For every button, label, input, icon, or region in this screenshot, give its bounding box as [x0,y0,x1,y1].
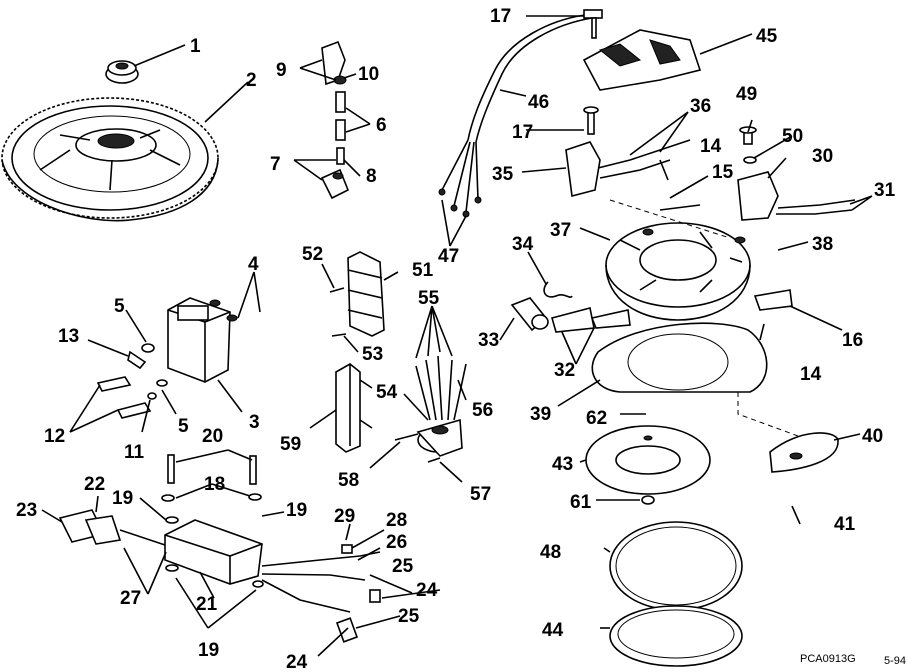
callout-5b: 5 [178,416,189,437]
callout-44: 44 [542,620,564,641]
callout-58: 58 [338,470,359,491]
callout-40: 40 [862,426,883,447]
callout-19a: 19 [112,488,133,509]
callout-16: 16 [842,330,863,351]
callout-51: 51 [412,260,434,281]
callout-28: 28 [386,510,407,531]
callout-56: 56 [472,400,493,421]
callout-38: 38 [812,234,833,255]
callout-17a: 17 [490,6,511,27]
callout-22: 22 [84,474,105,495]
callout-20: 20 [202,426,223,447]
stator-plate-part [605,222,793,321]
callout-47: 47 [438,246,459,267]
callout-8: 8 [366,166,377,187]
callout-4: 4 [248,254,259,275]
sensor-part [565,106,691,198]
callout-15: 15 [712,162,734,183]
callout-23: 23 [16,500,37,521]
callout-14b: 14 [800,364,822,385]
callout-36: 36 [690,96,711,117]
callout-61: 61 [570,492,592,513]
callout-31: 31 [874,180,896,201]
callout-21: 21 [196,594,218,615]
callout-34: 34 [512,234,534,255]
callout-3: 3 [249,412,260,433]
callout-30: 30 [812,146,833,167]
rectifier-part [394,355,467,463]
callout-9: 9 [276,60,287,81]
callout-labels: 1 2 3 4 5 5 6 7 8 9 10 11 12 13 14 14 15… [16,6,896,672]
callout-52: 52 [302,244,323,265]
callout-54: 54 [376,382,398,403]
callout-5a: 5 [114,296,125,317]
callout-7: 7 [270,154,281,175]
callout-35: 35 [492,164,514,185]
callout-13: 13 [58,326,79,347]
footer-code: PCA0913G [800,653,856,665]
callout-49: 49 [736,84,757,105]
callout-43: 43 [552,454,573,475]
callout-19c: 19 [198,640,219,661]
callout-14a: 14 [700,136,722,157]
callout-50: 50 [782,126,803,147]
retainer-plate-part [591,322,768,393]
callout-57: 57 [470,484,491,505]
timer-base-part [582,9,702,91]
callout-41: 41 [834,514,856,535]
callout-12: 12 [44,426,65,447]
bracket-part [335,363,373,453]
flywheel-nut-part [105,60,139,84]
footer-date: 5-94 [884,655,906,667]
callout-6: 6 [376,115,387,136]
charge-coil-part [96,297,238,419]
callout-11: 11 [124,442,145,463]
leader-lines [41,15,873,657]
callout-24a: 24 [416,580,438,601]
callout-2: 2 [246,70,257,91]
callout-19b: 19 [286,500,307,521]
callout-17b: 17 [512,122,533,143]
callout-25a: 25 [392,556,414,577]
callout-10: 10 [358,64,379,85]
callout-53: 53 [362,344,383,365]
counterweight-part [769,432,839,473]
callout-29: 29 [334,506,355,527]
spark-plug-boot-part [320,40,350,200]
callout-39: 39 [530,404,551,425]
callout-45: 45 [756,26,778,47]
callout-59: 59 [280,434,301,455]
callout-32: 32 [554,360,575,381]
callout-25b: 25 [398,606,420,627]
trigger-part [510,281,631,333]
callout-62: 62 [586,408,607,429]
callout-27: 27 [120,588,141,609]
power-pack-part [58,454,381,643]
callout-18: 18 [204,474,225,495]
callout-46: 46 [528,92,549,113]
callout-24b: 24 [286,652,308,672]
callout-33: 33 [478,330,499,351]
retaining-ring-44 [609,605,743,667]
retaining-ring-48 [609,521,743,611]
callout-48: 48 [540,542,561,563]
wire-harness-part [438,14,593,218]
callout-55: 55 [418,288,440,309]
callout-37: 37 [550,220,571,241]
terminal-block-part [329,251,385,337]
flywheel-part [1,97,219,222]
callout-1: 1 [190,36,201,57]
callout-26: 26 [386,532,407,553]
armature-plate-ring [585,425,711,505]
sensor-coil-part [737,126,856,221]
